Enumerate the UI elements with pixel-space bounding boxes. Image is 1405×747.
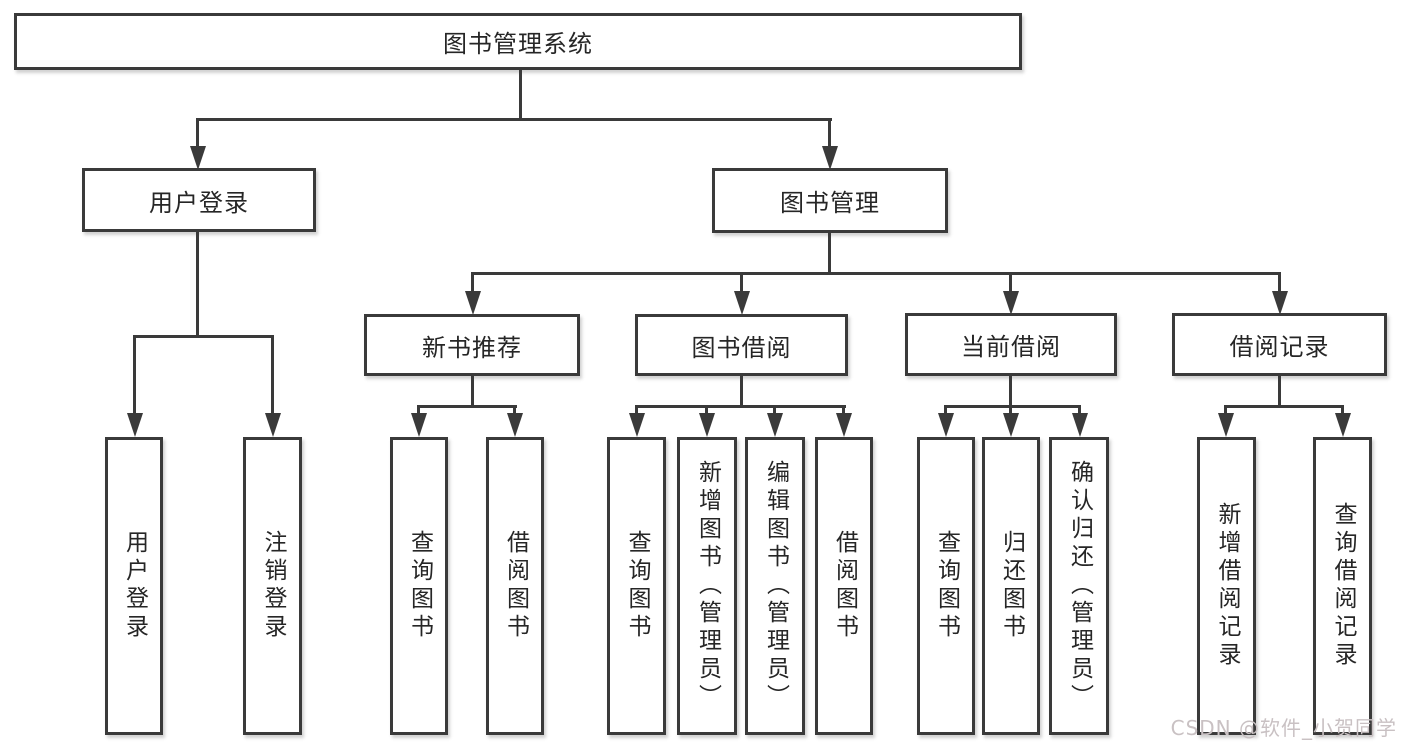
leaf-recommend-borrow-books-label: 借阅图书 <box>502 530 529 642</box>
arrow-down-icon <box>127 413 143 437</box>
leaf-recommend-query-books: 查询图书 <box>390 437 448 735</box>
arrow-down-icon <box>190 146 206 170</box>
leaf-add-borrow-record: 新增借阅记录 <box>1197 437 1256 735</box>
arrow-down-icon <box>629 413 645 437</box>
arrow-down-icon <box>1272 291 1288 315</box>
connector-line <box>417 405 517 408</box>
arrow-down-icon <box>836 413 852 437</box>
connector-line <box>471 272 474 294</box>
connector-line <box>519 68 522 120</box>
connector-line <box>471 272 1281 275</box>
connector-line <box>1224 405 1227 415</box>
arrow-down-icon <box>1072 413 1088 437</box>
leaf-user-login: 用户登录 <box>105 437 163 735</box>
connector-line <box>740 272 743 294</box>
arrow-down-icon <box>265 413 281 437</box>
connector-line <box>1009 272 1012 294</box>
arrow-down-icon <box>822 146 838 170</box>
leaf-current-query-books-label: 查询图书 <box>933 530 960 642</box>
arrow-down-icon <box>767 413 783 437</box>
connector-line <box>1009 376 1012 407</box>
node-new-book-recommend: 新书推荐 <box>364 314 580 376</box>
arrow-down-icon <box>1003 413 1019 437</box>
node-book-management: 图书管理 <box>712 168 948 233</box>
leaf-add-books-admin-label: 新增图书（管理员） <box>694 460 721 712</box>
connector-line <box>740 376 743 407</box>
leaf-return-books-label: 归还图书 <box>998 530 1025 642</box>
node-current-borrow-label: 当前借阅 <box>961 333 1061 361</box>
arrow-down-icon <box>411 413 427 437</box>
connector-line <box>1009 405 1012 415</box>
leaf-borrow-books: 借阅图书 <box>815 437 873 735</box>
connector-line <box>828 118 831 150</box>
connector-line <box>635 405 638 415</box>
arrow-down-icon <box>1335 413 1351 437</box>
arrow-down-icon <box>465 291 481 315</box>
leaf-confirm-return-admin: 确认归还（管理员） <box>1049 437 1109 735</box>
connector-line <box>196 118 832 121</box>
csdn-watermark: CSDN @软件_小贺同学 <box>1170 716 1397 740</box>
leaf-borrow-query-books-label: 查询图书 <box>624 530 650 642</box>
leaf-borrow-query-books: 查询图书 <box>607 437 666 735</box>
connector-line <box>1078 405 1081 415</box>
connector-line <box>705 405 708 415</box>
connector-line <box>133 335 274 338</box>
connector-line <box>133 335 136 415</box>
connector-line <box>417 405 420 415</box>
connector-line <box>1341 405 1344 415</box>
connector-line <box>1224 405 1344 408</box>
leaf-current-query-books: 查询图书 <box>917 437 975 735</box>
node-borrow-records-label: 借阅记录 <box>1229 333 1330 361</box>
node-library-system-label: 图书管理系统 <box>443 30 593 58</box>
node-book-management-label: 图书管理 <box>780 189 880 217</box>
leaf-add-borrow-record-label: 新增借阅记录 <box>1214 502 1240 670</box>
connector-line <box>471 375 474 407</box>
arrow-down-icon <box>938 413 954 437</box>
connector-line <box>1278 272 1281 294</box>
arrow-down-icon <box>1218 413 1234 437</box>
leaf-return-books: 归还图书 <box>982 437 1040 735</box>
node-book-borrow: 图书借阅 <box>635 314 848 376</box>
connector-line <box>944 405 947 415</box>
leaf-logout: 注销登录 <box>243 437 302 735</box>
connector-line <box>271 335 274 415</box>
arrow-down-icon <box>734 291 750 315</box>
leaf-confirm-return-admin-label: 确认归还（管理员） <box>1066 460 1093 712</box>
connector-line <box>944 405 1081 408</box>
leaf-query-borrow-record: 查询借阅记录 <box>1313 437 1372 735</box>
leaf-recommend-borrow-books: 借阅图书 <box>486 437 544 735</box>
leaf-edit-books-admin-label: 编辑图书（管理员） <box>762 460 789 712</box>
arrow-down-icon <box>1003 291 1019 315</box>
node-user-login: 用户登录 <box>82 168 316 232</box>
leaf-user-login-label: 用户登录 <box>121 530 148 642</box>
leaf-recommend-query-books-label: 查询图书 <box>406 530 433 642</box>
connector-line <box>828 233 831 274</box>
node-book-borrow-label: 图书借阅 <box>691 333 792 362</box>
connector-line <box>196 118 199 150</box>
arrow-down-icon <box>699 413 715 437</box>
connector-line <box>842 405 845 415</box>
connector-line <box>196 232 199 337</box>
leaf-edit-books-admin: 编辑图书（管理员） <box>745 437 805 735</box>
node-user-login-label: 用户登录 <box>149 188 249 217</box>
connector-line <box>513 405 516 415</box>
connector-line <box>773 405 776 415</box>
leaf-add-books-admin: 新增图书（管理员） <box>677 437 737 735</box>
node-borrow-records: 借阅记录 <box>1172 313 1387 376</box>
connector-line <box>1278 376 1281 407</box>
node-new-book-recommend-label: 新书推荐 <box>422 333 522 362</box>
leaf-query-borrow-record-label: 查询借阅记录 <box>1330 502 1356 670</box>
node-library-system: 图书管理系统 <box>14 13 1022 70</box>
arrow-down-icon <box>507 413 523 437</box>
leaf-borrow-books-label: 借阅图书 <box>831 530 858 642</box>
connector-line <box>635 405 846 408</box>
leaf-logout-label: 注销登录 <box>260 530 286 642</box>
node-current-borrow: 当前借阅 <box>905 313 1117 376</box>
